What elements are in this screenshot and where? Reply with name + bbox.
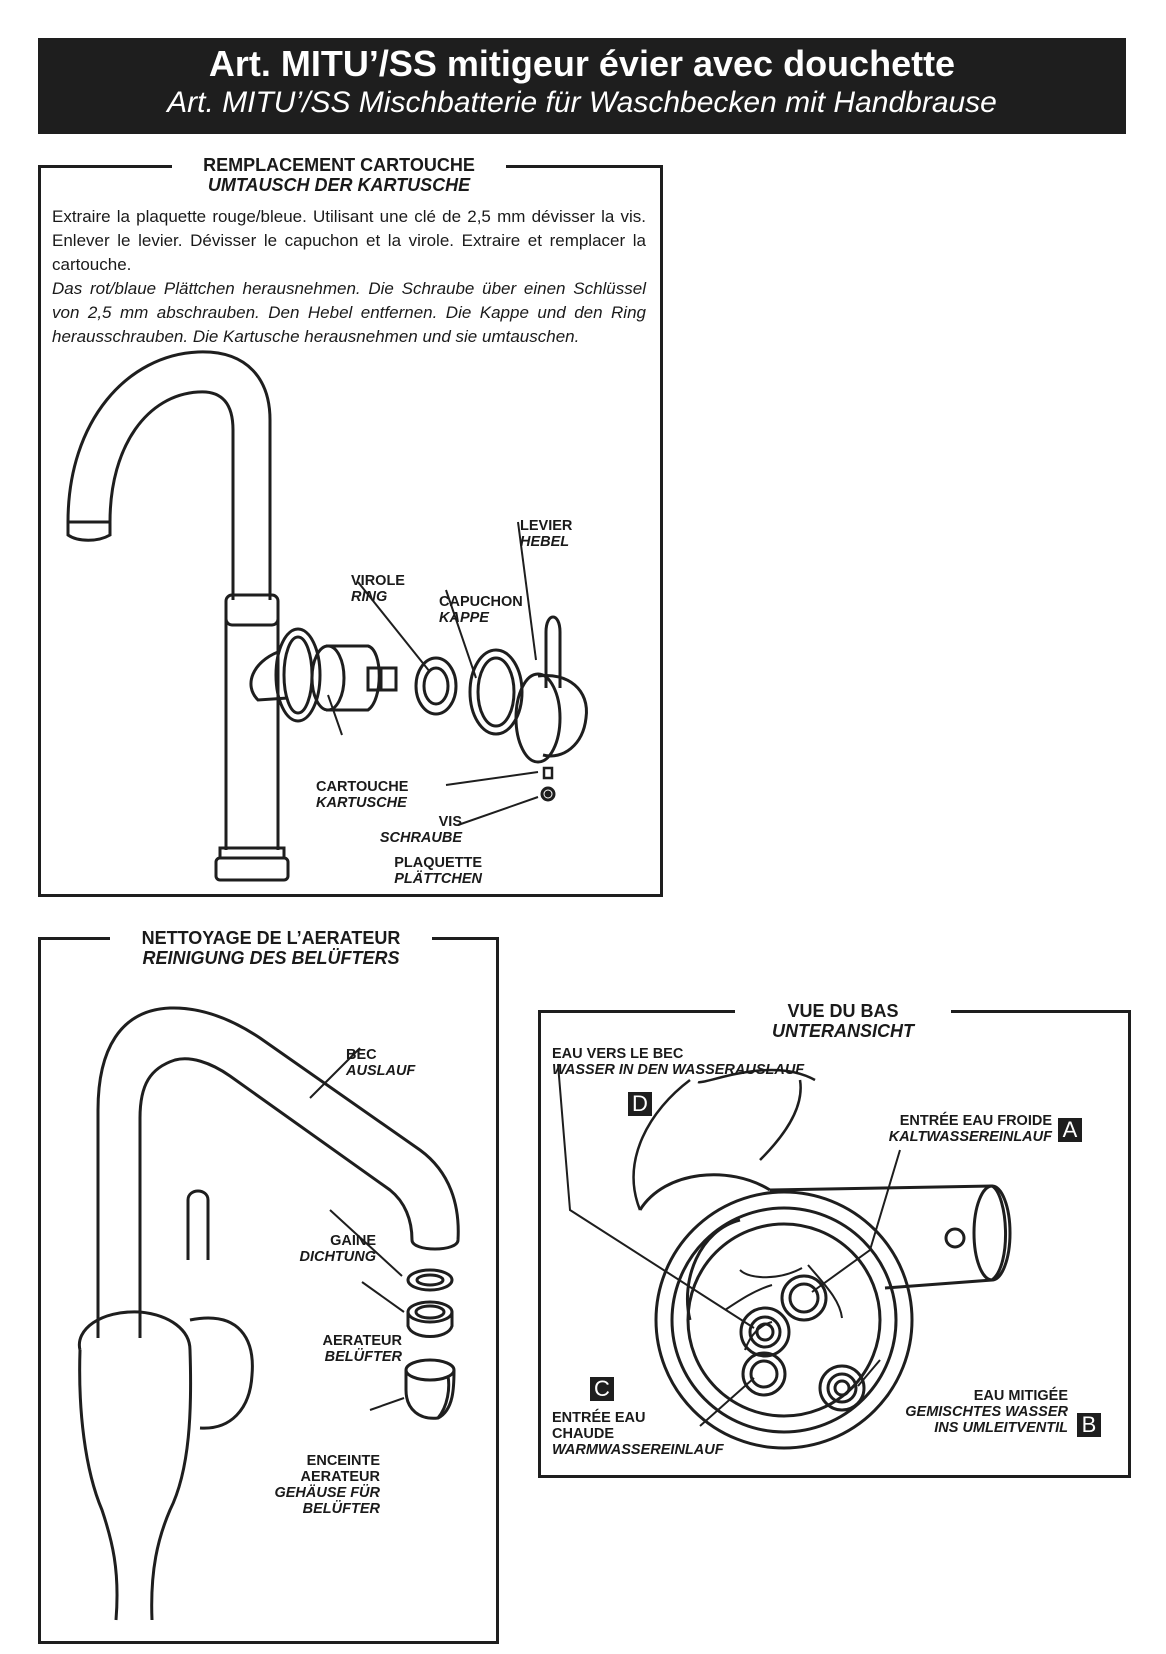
label-levier: LEVIER HEBEL: [520, 518, 573, 550]
aerator-title-fr: NETTOYAGE DE L’AERATEUR: [141, 928, 401, 948]
label-bec: BEC AUSLAUF: [346, 1047, 416, 1079]
title-french: Art. MITU’/SS mitigeur évier avec douche…: [208, 43, 956, 84]
bottom-title-fr: VUE DU BAS: [787, 1001, 899, 1021]
cartridge-panel-title: REMPLACEMENT CARTOUCHE UMTAUSCH DER KART…: [172, 155, 506, 195]
bottom-title-de: UNTERANSICHT: [772, 1021, 914, 1041]
aerator-faucet-drawing: [77, 1006, 460, 1621]
cartridge-text-fr: Extraire la plaquette rouge/bleue. Utili…: [52, 207, 646, 274]
label-entree-eau-chaude: ENTRÉE EAU CHAUDE WARMWASSEREINLAUF: [552, 1410, 724, 1458]
cartridge-faucet-drawing: [66, 350, 588, 882]
label-vis: VIS SCHRAUBE: [379, 814, 462, 846]
label-cartouche: CARTOUCHE KARTUSCHE: [316, 779, 409, 811]
letter-a-badge: A: [1058, 1118, 1082, 1142]
label-virole: VIROLE RING: [351, 573, 405, 605]
label-capuchon: CAPUCHON KAPPE: [439, 594, 523, 626]
cartridge-panel: [38, 165, 663, 897]
label-aerateur: AERATEUR BELÜFTER: [322, 1333, 402, 1365]
label-eau-vers-le-bec: EAU VERS LE BEC WASSER IN DEN WASSERAUSL…: [552, 1046, 805, 1078]
bottom-view-title: VUE DU BAS UNTERANSICHT: [735, 1001, 951, 1041]
header-banner: Art. MITU’/SS mitigeur évier avec douche…: [38, 38, 1126, 134]
cartridge-title-de: UMTAUSCH DER KARTUSCHE: [207, 175, 471, 195]
aerator-title-de: REINIGUNG DES BELÜFTERS: [142, 948, 400, 968]
label-enceinte: ENCEINTE AERATEUR GEHÄUSE FÜR BELÜFTER: [274, 1453, 380, 1517]
bottom-view-drawing: [557, 1063, 1012, 1450]
cartridge-text-de: Das rot/blaue Plättchen herausnehmen. Di…: [52, 279, 646, 346]
label-eau-mitigee: EAU MITIGÉE GEMISCHTES WASSER INS UMLEIT…: [905, 1388, 1068, 1436]
aerator-panel-title: NETTOYAGE DE L’AERATEUR REINIGUNG DES BE…: [110, 928, 432, 968]
cartridge-title-fr: REMPLACEMENT CARTOUCHE: [203, 155, 475, 175]
letter-c-badge: C: [590, 1377, 614, 1401]
letter-b-badge: B: [1077, 1413, 1101, 1437]
label-gaine: GAINE DICHTUNG: [299, 1233, 376, 1265]
title-german: Art. MITU’/SS Mischbatterie für Waschbec…: [167, 86, 997, 119]
label-plaquette: PLAQUETTE PLÄTTCHEN: [394, 855, 482, 887]
letter-d-badge: D: [628, 1092, 652, 1116]
cartridge-instructions: Extraire la plaquette rouge/bleue. Utili…: [52, 205, 646, 349]
label-entree-eau-froide: ENTRÉE EAU FROIDE KALTWASSEREINLAUF: [888, 1113, 1052, 1145]
